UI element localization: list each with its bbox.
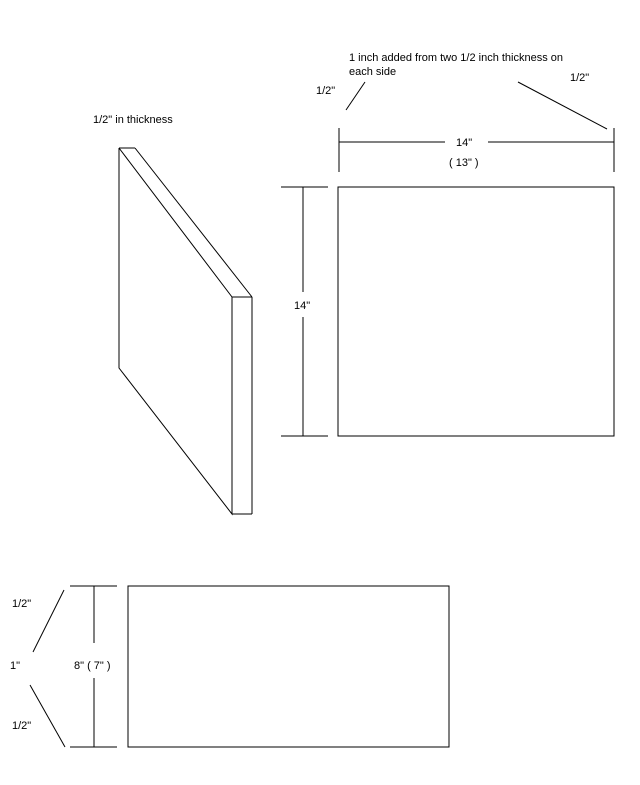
left-half-pointer — [345, 81, 366, 111]
bottom-lower-pointer — [29, 684, 66, 748]
added-note-line2: each side — [349, 66, 396, 78]
width-label: 14" — [456, 137, 472, 149]
left-half-label: 1/2" — [316, 85, 335, 97]
panel-thickness-label: 1/2" in thickness — [93, 114, 173, 126]
height-label: 14" — [294, 300, 310, 312]
right-half-pointer — [517, 81, 608, 130]
bottom-upper-pointer — [32, 589, 65, 653]
square-face — [337, 186, 615, 437]
panel-back-diagonal — [134, 147, 253, 298]
square-view: 1 inch added from two 1/2 inch thickness… — [281, 52, 615, 437]
bottom-total-label: 1" — [10, 660, 20, 672]
bottom-top-half-label: 1/2" — [12, 598, 31, 610]
width-inner-label: ( 13" ) — [449, 157, 479, 169]
rectangle-view: 1/2" 1" 1/2" 8" ( 7" ) — [10, 585, 450, 748]
bottom-height-label: 8" ( 7" ) — [74, 660, 111, 672]
panel-front-face — [118, 147, 233, 516]
rectangle-face — [127, 585, 450, 748]
panel-3d: 1/2" in thickness — [93, 114, 253, 516]
bottom-bottom-half-label: 1/2" — [12, 720, 31, 732]
added-note-line1: 1 inch added from two 1/2 inch thickness… — [349, 52, 563, 64]
right-half-label: 1/2" — [570, 72, 589, 84]
